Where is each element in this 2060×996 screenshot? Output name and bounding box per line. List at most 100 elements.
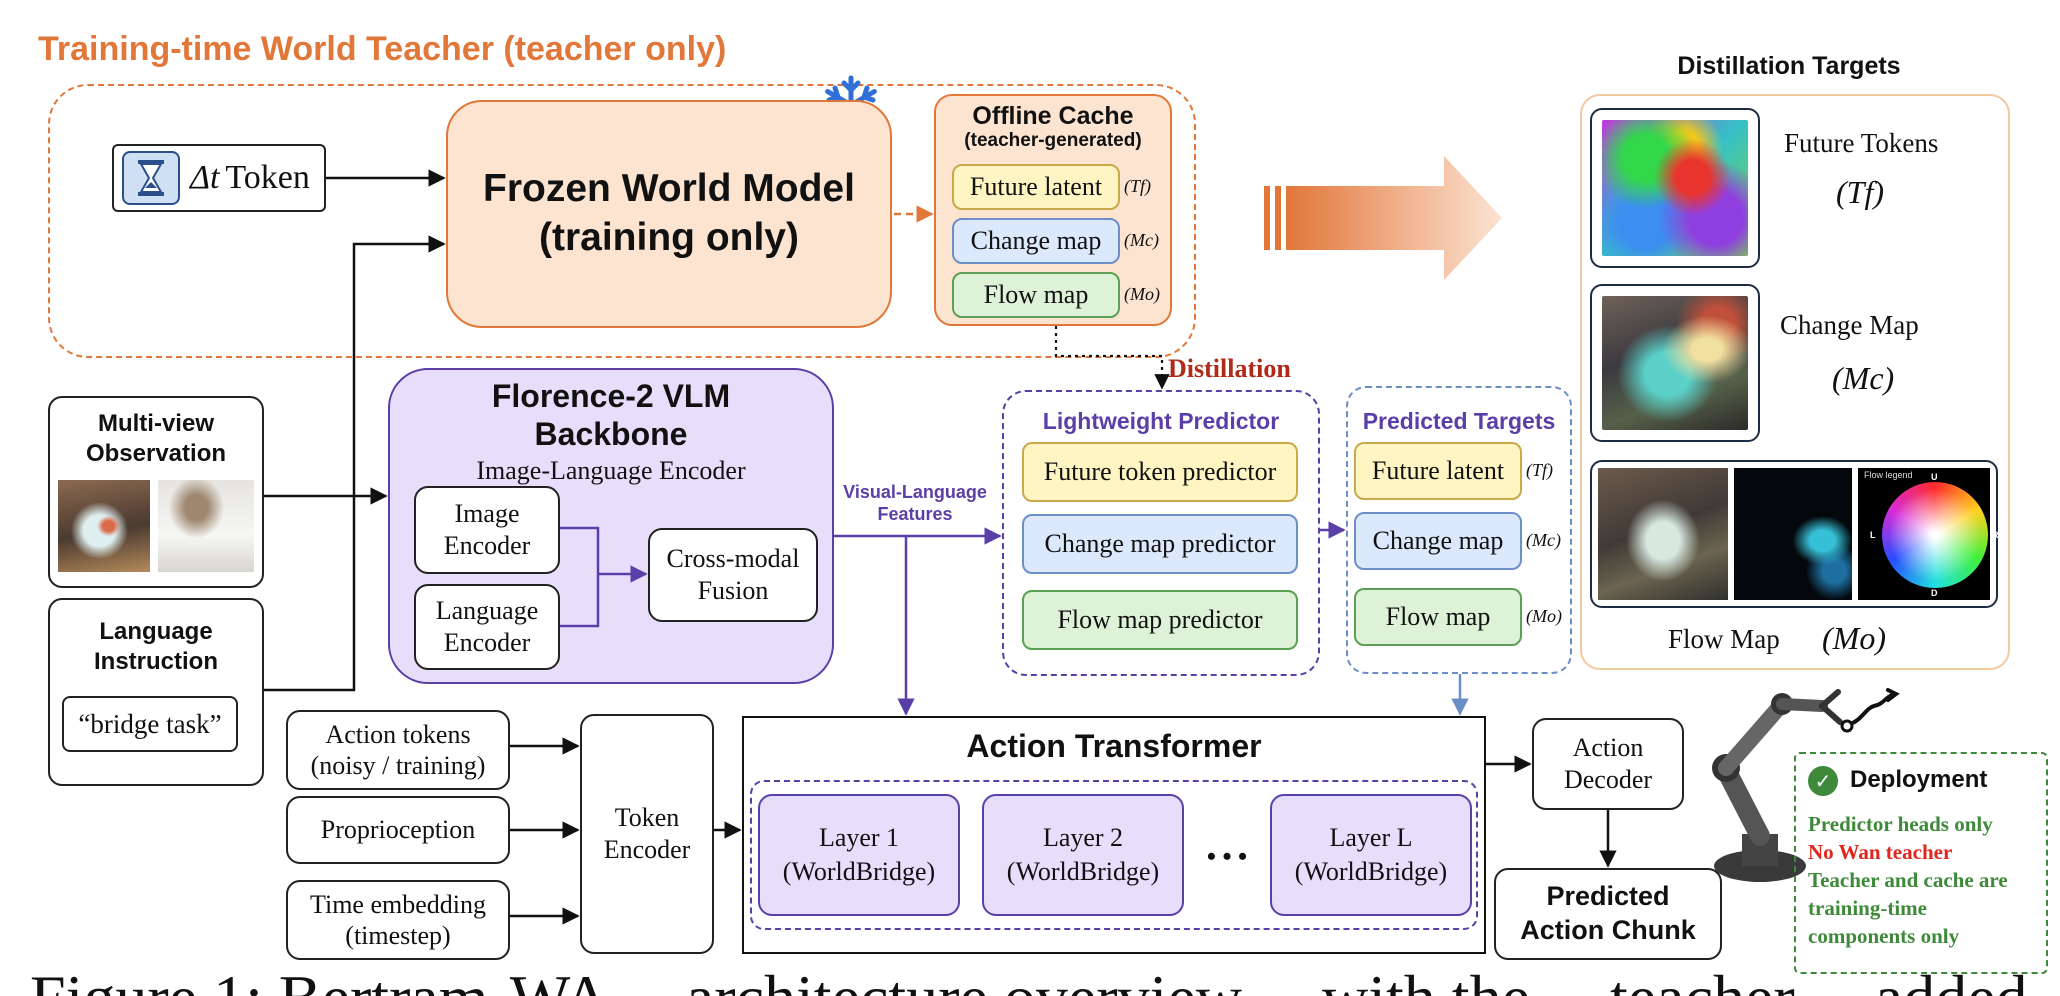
vl-features-line2: Features (877, 504, 953, 524)
predicted-future-latent-symbol: (Tf) (1526, 460, 1553, 480)
edge-cache-distillation (1054, 326, 1170, 390)
action-tokens-line1: Action tokens (325, 719, 471, 749)
dt-token-box: Δt Token (112, 144, 326, 212)
distillation-targets-title: Distillation Targets (1677, 52, 1901, 80)
future-tokens-label: Future Tokens (1784, 128, 1939, 158)
language-encoder-line1: Language (435, 595, 539, 625)
action-transformer-title: Action Transformer (966, 728, 1262, 764)
florence-title-line1: Florence-2 VLM (491, 378, 731, 414)
future-tokens-image (1602, 120, 1748, 256)
vl-features-line1: Visual-Language (843, 482, 987, 502)
layer-l-line2: (WorldBridge) (1294, 857, 1448, 886)
action-decoder-box: Action Decoder (1532, 718, 1684, 810)
layer-l-line1: Layer L (1329, 823, 1413, 853)
figure-caption-partial: Figure 1: Bertram-WA ... architecture ov… (30, 966, 2030, 996)
check-icon: ✓ (1808, 766, 1838, 796)
multi-view-observation-box: Multi-view Observation (48, 396, 264, 588)
cache-change-map: Change map (952, 218, 1120, 264)
hourglass-icon (122, 151, 180, 205)
language-instruction-box: Language Instruction “bridge task” (48, 598, 264, 786)
predicted-targets-title: Predicted Targets (1362, 408, 1556, 434)
flow-legend-title: Flow legend (1864, 470, 1913, 480)
token-encoder-line2: Encoder (603, 835, 691, 864)
flow-map-frame: Flow legend U D L R (1590, 460, 1999, 608)
deployment-line1: Predictor heads only (1808, 812, 1993, 836)
multi-view-line1: Multi-view (97, 410, 214, 437)
cache-future-latent-symbol: (Tf) (1124, 176, 1151, 196)
dt-token-label: Token (225, 159, 310, 196)
layer-1-line2: (WorldBridge) (782, 857, 936, 886)
flow-legend-l: L (1870, 530, 1876, 540)
predicted-action-chunk-box: Predicted Action Chunk (1494, 868, 1722, 960)
language-encoder-line2: Encoder (443, 628, 531, 657)
teacher-section-title: Training-time World Teacher (teacher onl… (38, 30, 727, 68)
layers-ellipsis: • • • (1206, 842, 1248, 871)
deployment-line2: No Wan teacher (1808, 840, 1953, 864)
predicted-chunk-line2: Action Chunk (1520, 915, 1696, 945)
robot-arm-icon (1712, 688, 1900, 882)
deployment-line5: components only (1808, 924, 1960, 948)
flow-legend-u: U (1931, 472, 1938, 482)
frozen-world-model-box: Frozen World Model (training only) (446, 100, 892, 328)
layer-1-line1: Layer 1 (818, 823, 900, 853)
image-encoder-line1: Image (454, 498, 520, 528)
flow-legend: Flow legend U D L R (1858, 468, 1999, 600)
token-encoder-box: Token Encoder (580, 714, 714, 954)
cache-flow-map: Flow map (952, 272, 1120, 318)
future-tokens-frame (1590, 108, 1760, 268)
deployment-title: Deployment (1850, 766, 1988, 793)
predicted-targets-box: Predicted Targets (1346, 386, 1572, 674)
deployment-line4: training-time (1808, 896, 1927, 920)
transformer-layer-2: Layer 2 (WorldBridge) (982, 794, 1184, 916)
transformer-layer-1: Layer 1 (WorldBridge) (758, 794, 960, 916)
lightweight-predictor-box: Lightweight Predictor (1002, 390, 1320, 676)
color-wheel (1882, 482, 1988, 588)
predictor-title: Lightweight Predictor (1042, 408, 1280, 434)
language-encoder-box: Language Encoder (414, 584, 560, 670)
change-map-frame (1590, 284, 1760, 442)
action-tokens-box: Action tokens (noisy / training) (286, 710, 510, 790)
fusion-line1: Cross-modal (666, 543, 800, 573)
proprioception-box: Proprioception (286, 796, 510, 864)
big-right-arrow (1264, 156, 1502, 280)
change-map-label: Change Map (1780, 310, 1919, 340)
flow-map-motion-image (1734, 468, 1852, 600)
cache-flow-map-symbol: (Mo) (1124, 284, 1160, 304)
frozen-world-model-line2: (training only) (539, 216, 799, 259)
flow-legend-r: R (1992, 530, 1999, 540)
frozen-world-model-line1: Frozen World Model (483, 167, 855, 211)
instruction-example-box: “bridge task” (62, 696, 238, 752)
distillation-label: Distillation (1168, 354, 1291, 383)
observation-view-1 (58, 480, 150, 572)
predicted-change-map-symbol: (Mc) (1526, 530, 1561, 550)
cache-change-map-symbol: (Mc) (1124, 230, 1159, 250)
observation-view-2 (158, 480, 254, 572)
layer-2-line2: (WorldBridge) (1006, 857, 1160, 886)
flow-legend-d: D (1931, 588, 1938, 598)
flow-map-symbol: (Mo) (1822, 620, 1886, 656)
action-transformer-box: Action Transformer (742, 716, 1486, 954)
predicted-chunk-line1: Predicted (1546, 881, 1670, 912)
time-embedding-line1: Time embedding (310, 889, 486, 919)
language-line1: Language (99, 618, 213, 645)
cache-future-latent: Future latent (952, 164, 1120, 210)
deployment-panel: ✓ Deployment Predictor heads only No Wan… (1794, 752, 2048, 974)
flow-map-predictor: Flow map predictor (1022, 590, 1298, 650)
predicted-change-map: Change map (1354, 512, 1522, 570)
teacher-region (48, 84, 1196, 358)
multi-view-line2: Observation (85, 440, 227, 467)
flow-map-label: Flow Map (1668, 624, 1780, 654)
deployment-line3: Teacher and cache are (1808, 868, 2008, 892)
layer-2-line1: Layer 2 (1042, 823, 1124, 853)
fusion-line2: Fusion (697, 576, 769, 605)
offline-cache-title: Offline Cache (972, 102, 1134, 130)
cross-modal-fusion-box: Cross-modal Fusion (648, 528, 818, 622)
edge-lang-to-world (264, 235, 446, 692)
offline-cache-subtitle: (teacher-generated) (964, 130, 1142, 151)
action-tokens-line2: (noisy / training) (310, 751, 486, 780)
image-encoder-line2: Encoder (443, 531, 531, 560)
action-decoder-line1: Action (1572, 732, 1644, 762)
action-decoder-line2: Decoder (1563, 765, 1653, 794)
